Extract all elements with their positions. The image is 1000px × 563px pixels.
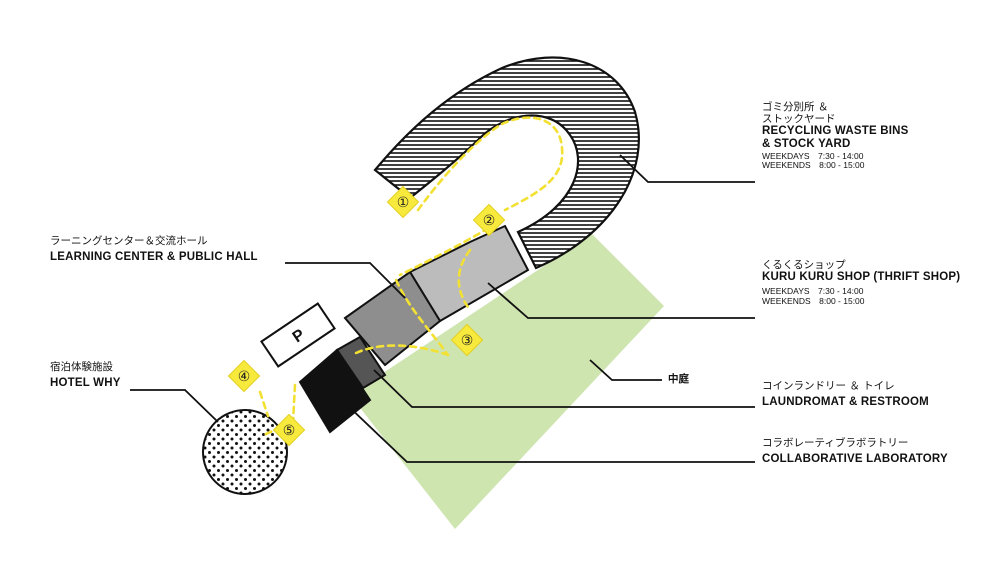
waste-name-jp-1: ゴミ分別所 ＆ xyxy=(762,101,829,113)
label-learning: ラーニングセンター＆交流ホール LEARNING CENTER & PUBLIC… xyxy=(50,235,258,264)
parking-area: P xyxy=(260,302,336,368)
hotel-why-building xyxy=(202,409,288,495)
waste-hours-weekdays: WEEKDAYS 7:30 - 14:00 xyxy=(762,150,864,161)
leader-line-lab xyxy=(344,402,755,463)
lab-name-en: COLLABORATIVE LABORATORY xyxy=(762,453,948,466)
thrift-hours-weekends: WEEKENDS 8:00 - 15:00 xyxy=(762,296,865,307)
route-marker-5-label: ⑤ xyxy=(283,423,296,439)
laundry-name-jp: コインランドリー ＆ トイレ xyxy=(762,380,895,392)
thrift-name-en: KURU KURU SHOP (THRIFT SHOP) xyxy=(762,271,961,284)
waste-name-en-1: RECYCLING WASTE BINS xyxy=(762,125,909,138)
thrift-name-jp: くるくるショップ xyxy=(762,259,846,271)
learning-name-jp: ラーニングセンター＆交流ホール xyxy=(50,235,208,247)
thrift-hours-weekdays: WEEKDAYS 7:30 - 14:00 xyxy=(762,286,864,297)
waste-name-en-2: & STOCK YARD xyxy=(762,138,851,151)
leader-line-laundry xyxy=(373,369,755,408)
route-marker-4-label: ④ xyxy=(238,369,251,385)
route-marker-2-label: ② xyxy=(483,213,496,229)
learning-center-building xyxy=(343,270,442,367)
route-marker-3: ③ xyxy=(450,323,484,357)
label-laundry: コインランドリー ＆ トイレ LAUNDROMAT & RESTROOM xyxy=(762,380,929,409)
collaborative-lab-building xyxy=(298,348,372,434)
route-marker-2: ② xyxy=(472,203,506,237)
route-marker-1: ① xyxy=(386,185,420,219)
leader-line-hotel xyxy=(130,389,219,423)
courtyard-area xyxy=(350,234,664,529)
label-hotel: 宿泊体験施設 HOTEL WHY xyxy=(50,361,121,390)
label-waste: ゴミ分別所 ＆ ストックヤード RECYCLING WASTE BINS & S… xyxy=(762,101,908,171)
leader-line-learning xyxy=(285,262,406,299)
route-marker-1-label: ① xyxy=(397,195,410,211)
leader-line-thrift xyxy=(487,282,755,319)
hotel-name-en: HOTEL WHY xyxy=(50,377,121,390)
leader-line-courtyard xyxy=(589,359,662,381)
waste-name-jp-2: ストックヤード xyxy=(762,113,836,126)
route-marker-5: ⑤ xyxy=(272,413,306,447)
waste-hours-weekends: WEEKENDS 8:00 - 15:00 xyxy=(762,160,865,171)
route-marker-3-label: ③ xyxy=(461,333,474,349)
recycling-stock-yard-building xyxy=(373,56,640,270)
learning-name-en: LEARNING CENTER & PUBLIC HALL xyxy=(50,251,258,264)
courtyard-name-jp: 中庭 xyxy=(668,373,689,385)
label-thrift: くるくるショップ KURU KURU SHOP (THRIFT SHOP) WE… xyxy=(762,259,960,307)
label-lab: コラボレーティブラボラトリー COLLABORATIVE LABORATORY xyxy=(762,437,948,466)
leader-line-waste xyxy=(619,154,755,183)
hotel-name-jp: 宿泊体験施設 xyxy=(50,361,113,373)
laundry-name-en: LAUNDROMAT & RESTROOM xyxy=(762,396,929,409)
label-courtyard: 中庭 xyxy=(668,373,689,385)
route-marker-4: ④ xyxy=(227,359,261,393)
lab-name-jp: コラボレーティブラボラトリー xyxy=(762,437,909,449)
